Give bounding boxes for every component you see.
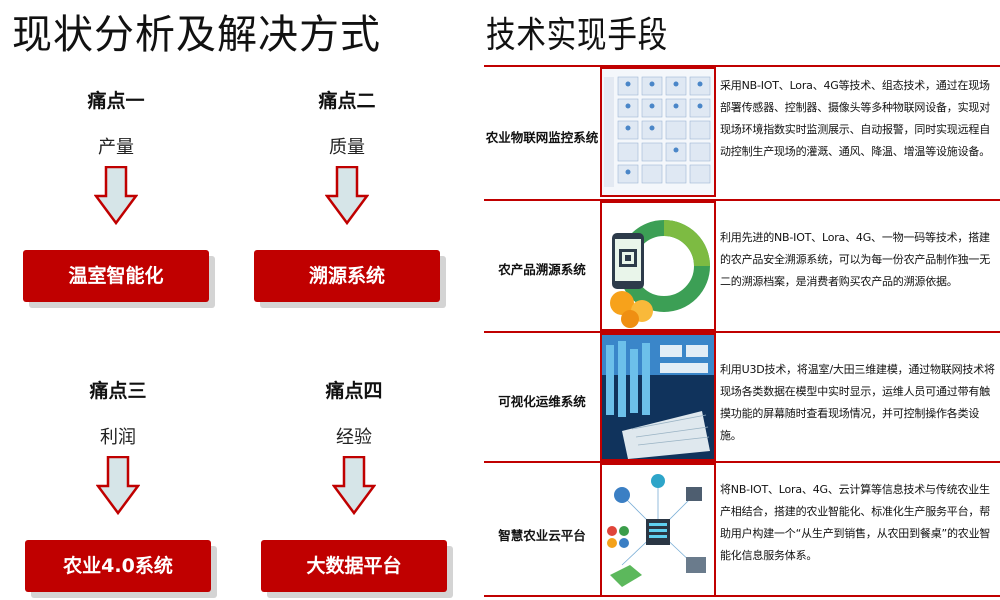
- row-divider: [484, 595, 1000, 597]
- down-arrow-icon: [96, 456, 140, 516]
- solution-card: 溯源系统: [254, 250, 446, 308]
- section-title: 技术实现手段: [486, 15, 669, 56]
- tech-row-visual-ops: 可视化运维系统 利用U3D技术，将温室/大田三维建模，通过物联网技术将现场各类数…: [484, 333, 1000, 461]
- dashboard-thumbnail: [600, 67, 716, 197]
- tech-row-cloud-platform: 智慧农业云平台 将NB-IOT、Lora、4G、云计算等信息技: [484, 463, 1000, 597]
- solution-label: 大数据平台: [261, 540, 447, 592]
- page-title: 现状分析及解决方式: [12, 12, 381, 58]
- row-divider: [484, 65, 1000, 67]
- solution-card: 温室智能化: [23, 250, 215, 308]
- tech-row-description: 利用先进的NB-IOT、Lora、4G、一物一码等技术，搭建的农产品安全溯源系统…: [720, 231, 990, 288]
- solution-label: 溯源系统: [254, 250, 440, 302]
- pain-title: 痛点二: [318, 90, 376, 112]
- row-divider: [484, 461, 1000, 463]
- pain-point-2: 痛点二 质量 溯源系统: [247, 88, 447, 308]
- 3d-greenhouse-icon: [602, 335, 714, 459]
- tech-row-name: 可视化运维系统: [498, 394, 586, 409]
- qr-phone-icon: [610, 220, 711, 328]
- down-arrow-icon: [94, 166, 138, 226]
- tech-row-name: 农业物联网监控系统: [485, 130, 599, 145]
- pain-point-1: 痛点一 产量 温室智能化: [16, 88, 216, 308]
- cloud-platform-thumbnail: [600, 463, 716, 597]
- down-arrow-icon: [332, 456, 376, 516]
- solution-label: 温室智能化: [23, 250, 209, 302]
- pain-title: 痛点一: [87, 90, 145, 112]
- tech-row-iot-monitoring: 农业物联网监控系统 采用NB-IOT、Lora、4G等技术、组态技术，通过在现场…: [484, 65, 1000, 199]
- pain-title: 痛点四: [325, 380, 383, 402]
- dashboard-grid-icon: [602, 69, 714, 195]
- row-divider: [484, 199, 1000, 201]
- tech-row-traceability: 农产品溯源系统 利用先进的NB-IOT、Lora、4G、一物一码等技术，搭建的农…: [484, 201, 1000, 331]
- traceability-thumbnail: [600, 201, 716, 331]
- pain-subtitle: 产量: [98, 137, 134, 158]
- network-diagram-icon: [607, 474, 706, 587]
- tech-row-name: 智慧农业云平台: [498, 528, 586, 543]
- tech-row-name: 农产品溯源系统: [498, 262, 586, 277]
- pain-subtitle: 经验: [336, 427, 372, 448]
- tech-table: 农业物联网监控系统 采用NB-IOT、Lora、4G等技术、组态技术，通过在现场…: [484, 65, 1000, 597]
- solution-label: 农业4.0系统: [25, 540, 211, 592]
- solution-card: 农业4.0系统: [25, 540, 217, 598]
- tech-row-description: 利用U3D技术，将温室/大田三维建模，通过物联网技术将现场各类数据在模型中实时显…: [720, 363, 995, 442]
- down-arrow-icon: [325, 166, 369, 226]
- tech-row-description: 采用NB-IOT、Lora、4G等技术、组态技术，通过在现场部署传感器、控制器、…: [720, 79, 990, 158]
- pain-point-3: 痛点三 利润 农业4.0系统: [18, 378, 218, 598]
- pain-point-4: 痛点四 经验 大数据平台: [254, 378, 454, 598]
- pain-subtitle: 质量: [329, 137, 365, 158]
- pain-subtitle: 利润: [100, 427, 136, 448]
- row-divider: [484, 331, 1000, 333]
- visual-ops-thumbnail: [600, 333, 716, 461]
- tech-row-description: 将NB-IOT、Lora、4G、云计算等信息技术与传统农业生产相结合，搭建的农业…: [720, 483, 991, 562]
- pain-title: 痛点三: [89, 380, 147, 402]
- solution-card: 大数据平台: [261, 540, 453, 598]
